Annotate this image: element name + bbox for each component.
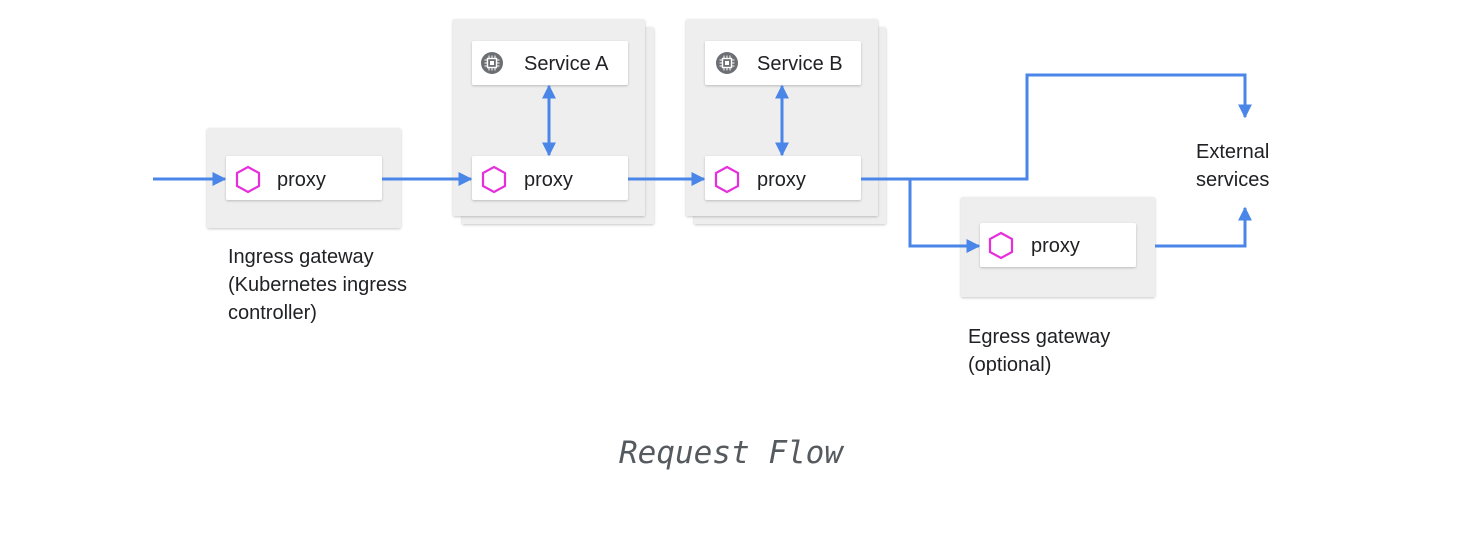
ingress-caption: Ingress gateway (Kubernetes ingress cont… <box>228 246 413 324</box>
arrow-service-b-to-external <box>861 73 1252 181</box>
hexagon-icon <box>988 231 1014 260</box>
hexagon-icon <box>235 165 261 194</box>
egress-caption-line: (optional) <box>968 354 1051 376</box>
ingress-caption-line: controller) <box>228 302 317 324</box>
service-b-proxy-card <box>705 156 861 200</box>
egress-proxy-label: proxy <box>1031 235 1080 257</box>
service-a-card <box>472 41 628 85</box>
ingress-proxy-card <box>226 156 382 200</box>
chip-icon <box>481 52 503 74</box>
service-a-label: Service A <box>524 53 609 75</box>
egress-caption: Egress gateway (optional) <box>968 326 1116 376</box>
external-services-line: services <box>1196 169 1269 191</box>
chip-icon <box>716 52 738 74</box>
service-a-pod: Service A proxy <box>453 19 654 224</box>
ingress-gateway: proxy <box>207 128 401 228</box>
hexagon-icon <box>714 165 740 194</box>
flow-arrows <box>153 73 1252 253</box>
ingress-proxy-label: proxy <box>277 169 326 191</box>
arrow-egress-to-external <box>1155 206 1252 248</box>
service-b-proxy-label: proxy <box>757 169 806 191</box>
hexagon-icon <box>481 165 507 194</box>
ingress-caption-line: Ingress gateway <box>228 246 374 268</box>
service-b-label: Service B <box>757 53 843 75</box>
external-services-line: External <box>1196 141 1269 163</box>
arrow-service-b-to-egress <box>908 179 981 253</box>
service-b-pod: Service B proxy <box>686 19 886 224</box>
diagram-title: Request Flow <box>619 435 844 471</box>
service-b-card <box>705 41 861 85</box>
egress-proxy-card <box>980 223 1136 267</box>
external-services-label: External services <box>1196 141 1275 191</box>
egress-caption-line: Egress gateway <box>968 326 1110 348</box>
service-a-proxy-card <box>472 156 628 200</box>
egress-gateway: proxy <box>961 197 1155 297</box>
service-a-proxy-label: proxy <box>524 169 573 191</box>
ingress-caption-line: (Kubernetes ingress <box>228 274 407 296</box>
